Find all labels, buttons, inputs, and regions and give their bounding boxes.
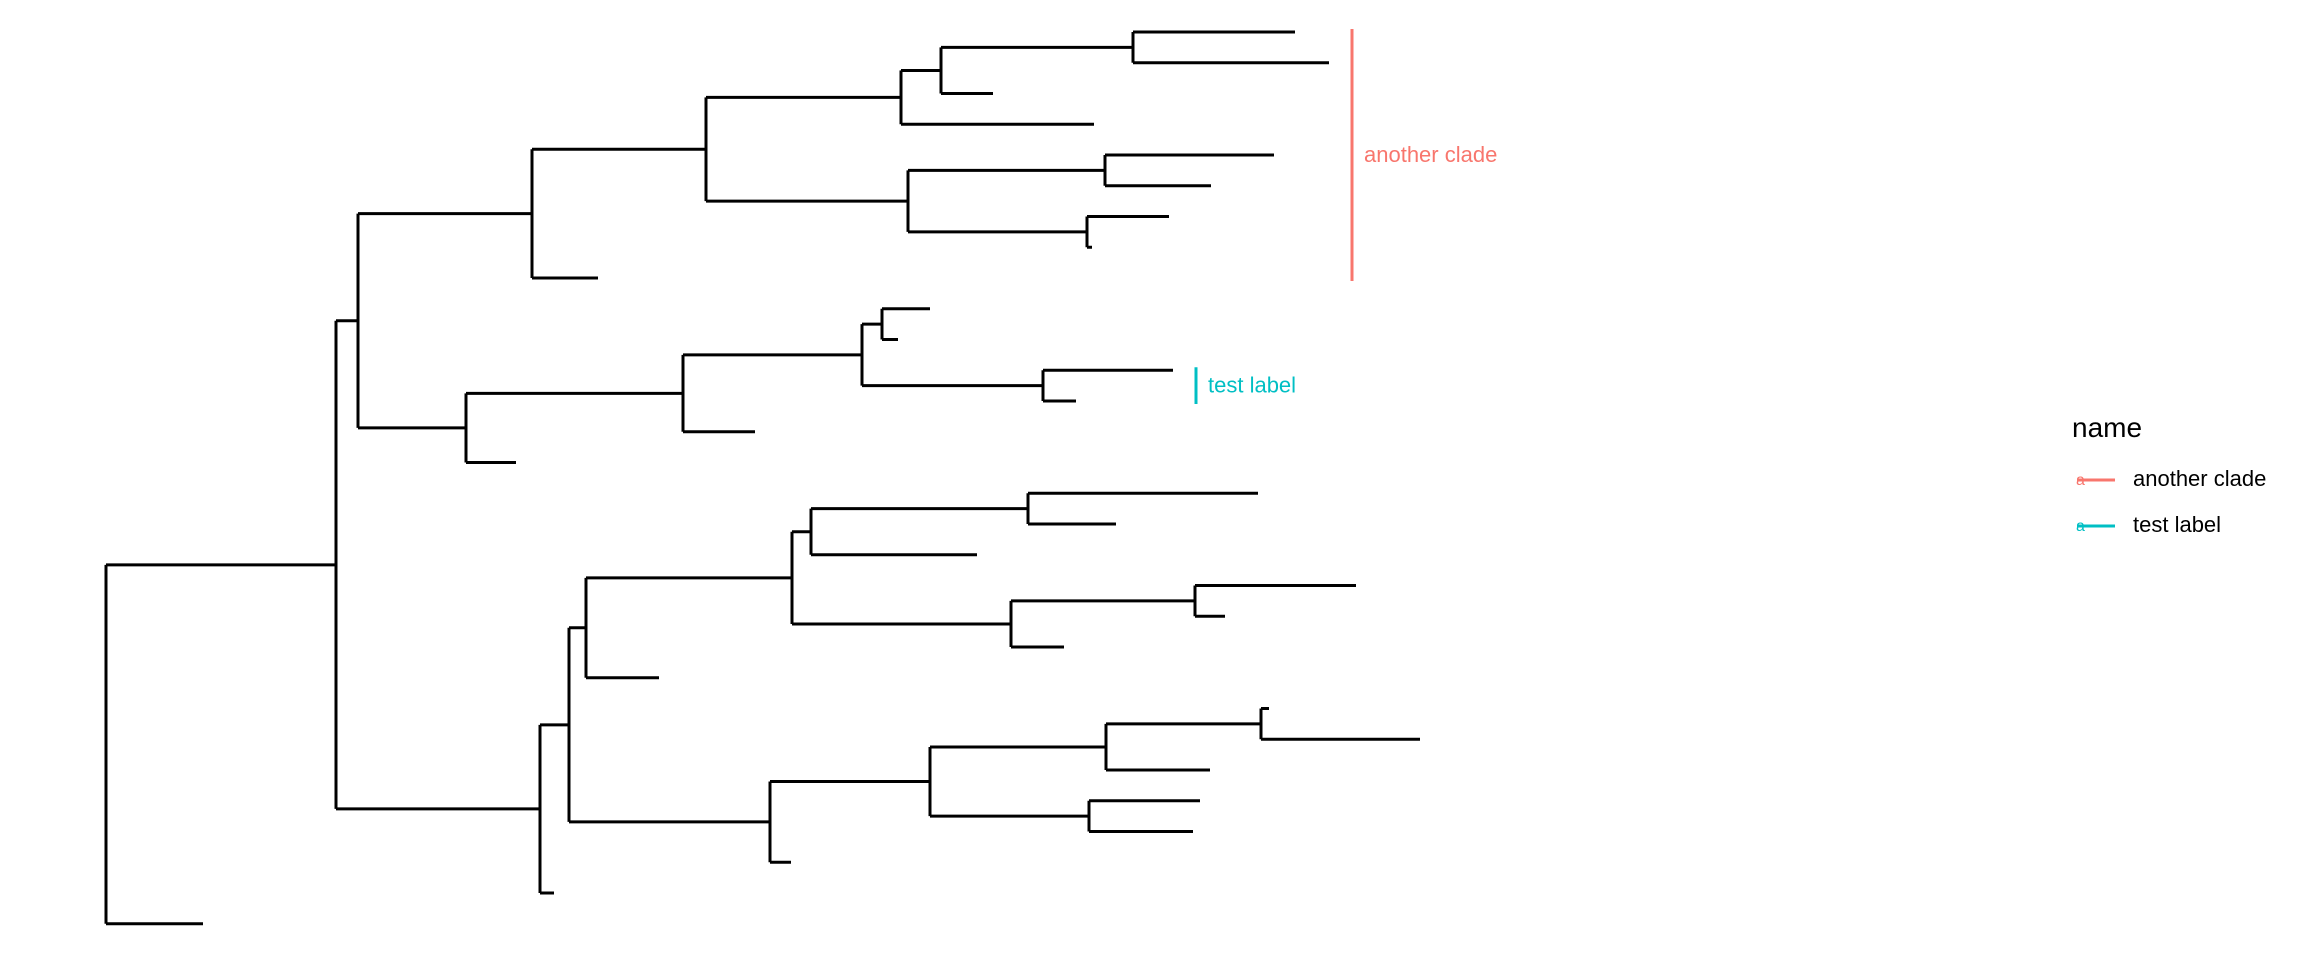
legend-key-letter: a — [2076, 518, 2085, 535]
clade-label-text: test label — [1208, 372, 1296, 397]
legend-entry-test-label: a test label — [2076, 512, 2221, 537]
clade-label-another-clade: another clade — [1350, 29, 1497, 281]
legend-entry-another-clade: a another clade — [2076, 466, 2266, 491]
clade-label-test-label: test label — [1194, 367, 1296, 404]
legend-label: test label — [2133, 512, 2221, 537]
legend: name a another clade a test label — [2072, 412, 2266, 537]
clade-labels: another clade test label — [1194, 29, 1497, 404]
tree-edges — [104, 30, 1420, 926]
legend-title: name — [2072, 412, 2142, 443]
legend-label: another clade — [2133, 466, 2266, 491]
legend-key-letter: a — [2076, 472, 2085, 489]
clade-label-text: another clade — [1364, 142, 1497, 167]
